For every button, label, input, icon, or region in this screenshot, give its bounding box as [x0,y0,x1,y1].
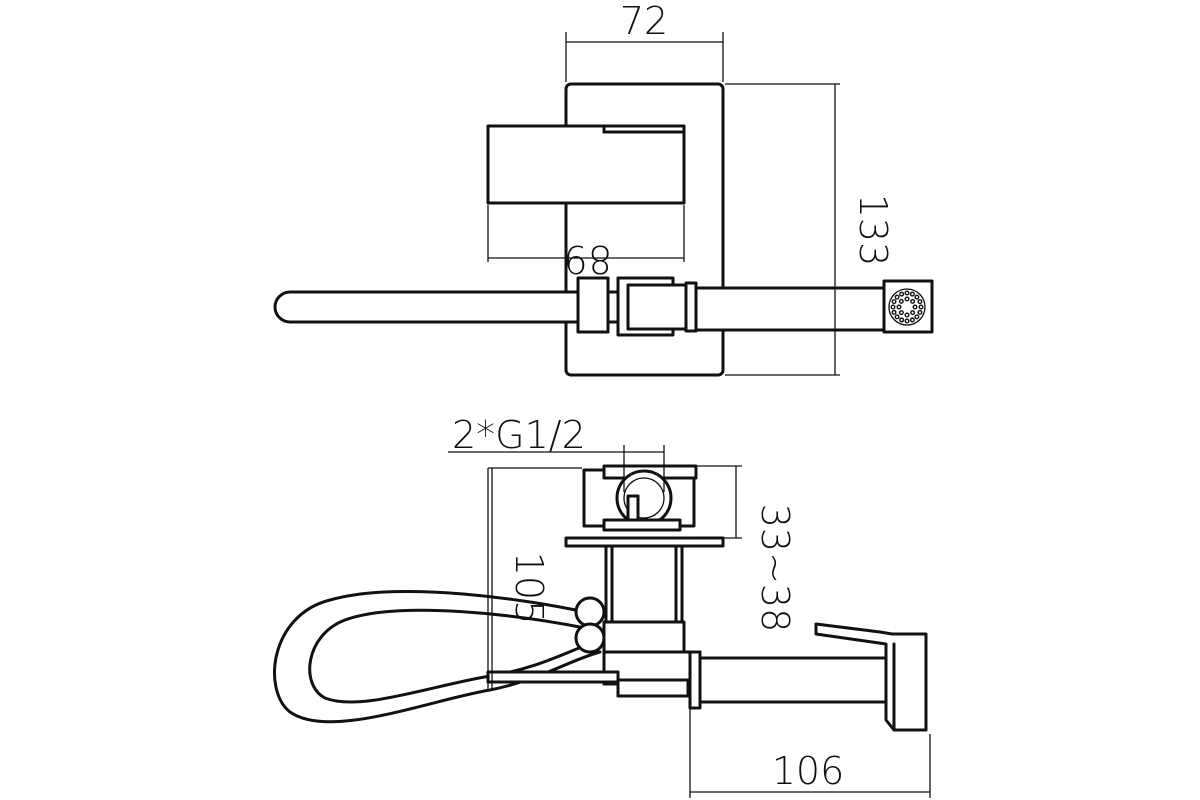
hose-knob [574,596,606,628]
side-view [273,464,928,732]
spray-hole [918,304,924,310]
spray-hole [899,317,905,323]
spray-hole [910,298,916,304]
label-89: 89 [564,237,612,281]
spray-hole [890,304,896,310]
spray-hole [917,299,923,305]
spray-hole [898,298,904,304]
spray-hole [898,310,904,316]
spray-hole [891,299,897,305]
spray-hole [894,314,900,320]
dimension-thread: 2*G1/2 [448,413,665,492]
spray-hole [894,294,900,300]
hose-top-view [273,290,622,324]
label-106: 106 [772,749,845,793]
hose-connector [576,276,610,334]
inlet-circle [615,469,673,527]
label-133: 133 [851,194,895,267]
holder-arm [486,670,620,684]
spray-hole [896,304,902,310]
outlet-tube [694,286,888,332]
hose-loop [273,590,602,724]
spray-holes [890,290,924,324]
dimension-89: 89 [487,205,685,281]
spray-head [882,279,934,334]
dimension-72: 72 [565,0,724,82]
dimension-33-38: 33~38 [690,465,797,633]
spray-hole [912,304,918,310]
spray-hole [909,291,915,297]
handle-block [486,124,686,205]
spray-hole [917,309,923,315]
dimension-105: 105 [487,467,582,690]
spray-hole [910,310,916,316]
dimension-133: 133 [725,83,895,376]
front-view [273,82,934,377]
spray-hole [909,317,915,323]
spray-hole [904,290,910,296]
spray-hole [904,318,910,324]
spray-hole [914,294,920,300]
label-105: 105 [507,552,551,625]
spray-hole [899,291,905,297]
wall-plate [564,82,725,377]
spray-hole [891,309,897,315]
spray-hole [914,314,920,320]
spray-hole [904,296,910,302]
spray-head-side [814,622,928,732]
dimension-106: 106 [689,708,931,798]
label-thread: 2*G1/2 [452,413,586,457]
label-72: 72 [620,0,668,43]
spray-hole [904,312,910,318]
label-33-38: 33~38 [753,504,797,633]
